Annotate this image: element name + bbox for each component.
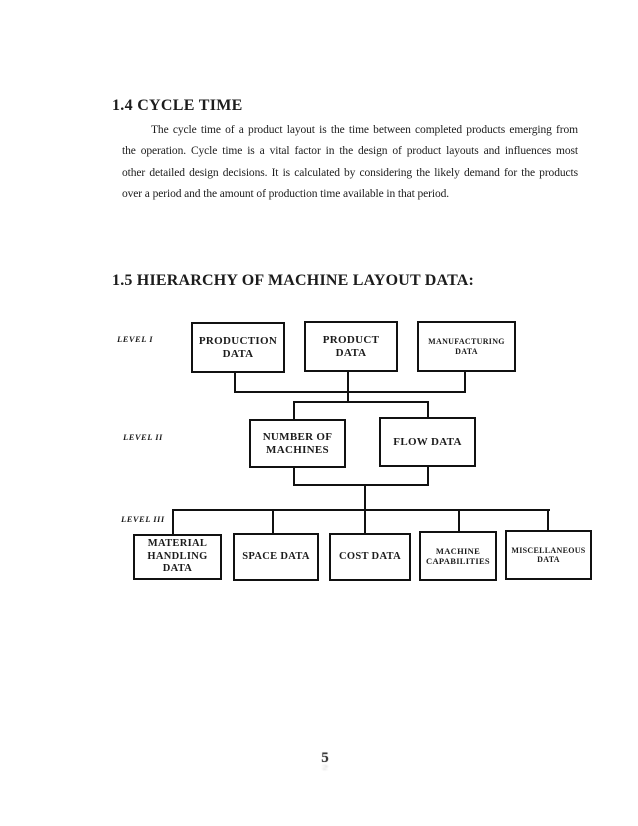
page-number: 5 5 (305, 750, 345, 773)
connector-bus-level2-bottom (293, 484, 429, 486)
connector-stub-number-of-machines (293, 466, 295, 486)
box-cost-data: COST DATA (329, 533, 411, 581)
connector-stub-production (234, 372, 236, 393)
connector-stub-flow-data (427, 465, 429, 486)
section-heading-cycle-time: 1.4 CYCLE TIME (112, 97, 243, 114)
box-product-data: PRODUCT DATA (304, 321, 398, 372)
box-number-of-machines: NUMBER OF MACHINES (249, 419, 346, 468)
paragraph-line: The cycle time of a product layout is th… (151, 124, 578, 136)
connector-drop-cost-data (364, 509, 366, 534)
box-manufacturing-data: MANUFACTURING DATA (417, 321, 516, 372)
paragraph-line: the operation. Cycle time is a vital fac… (122, 145, 578, 158)
connector-drop-space-data (272, 509, 274, 534)
connector-drop-machine-capabilities (458, 509, 460, 532)
box-flow-data: FLOW DATA (379, 417, 476, 467)
page-number-value: 5 (321, 750, 329, 766)
connector-drop-miscellaneous (547, 509, 549, 531)
cycle-time-paragraph: The cycle time of a product layout is th… (122, 120, 578, 205)
connector-drop-number-of-machines (293, 401, 295, 420)
connector-bus-level1 (234, 391, 466, 393)
paragraph-line: other detailed design decisions. It is c… (122, 166, 578, 179)
connector-drop-flow-data (427, 401, 429, 418)
level-3-label: LEVEL III (121, 514, 165, 524)
connector-drop-material-handling (172, 509, 174, 535)
box-material-handling-data: MATERIAL HANDLING DATA (133, 534, 222, 580)
connector-bus-level3 (172, 509, 550, 511)
connector-bus-level2-top (293, 401, 429, 403)
box-production-data: PRODUCTION DATA (191, 322, 285, 373)
level-2-label: LEVEL II (123, 432, 163, 442)
box-space-data: SPACE DATA (233, 533, 319, 581)
level-1-label: LEVEL I (117, 334, 154, 344)
section-heading-hierarchy: 1.5 HIERARCHY OF MACHINE LAYOUT DATA: (112, 272, 475, 289)
box-miscellaneous-data: MISCELLANEOUS DATA (505, 530, 592, 580)
box-machine-capabilities: MACHINE CAPABILITIES (419, 531, 497, 581)
connector-stub-manufacturing (464, 371, 466, 393)
page-number-print-smudge: 5 (322, 762, 328, 772)
connector-trunk-level3 (364, 484, 366, 511)
paragraph-line: over a period and the amount of producti… (122, 187, 450, 200)
connector-stub-product-center (347, 371, 349, 403)
